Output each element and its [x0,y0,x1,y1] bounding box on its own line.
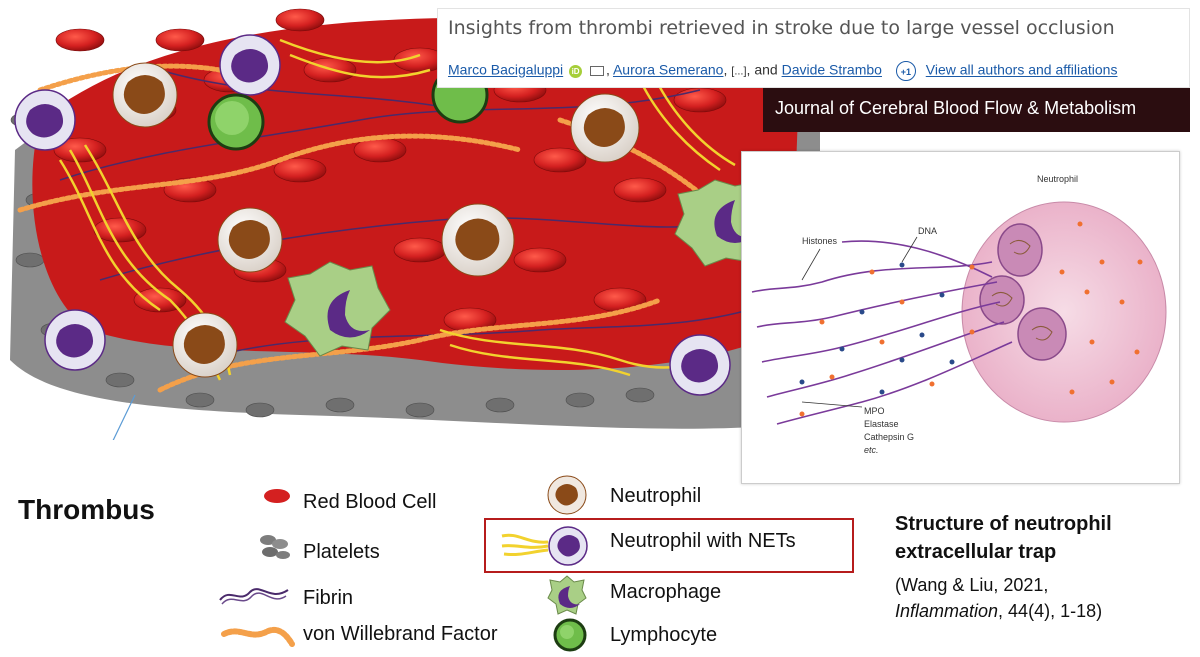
thrombus-callout-line [112,394,136,440]
protein-label-elastase: Elastase [864,419,899,429]
citation-volume: , 44(4), 1-18) [998,601,1103,621]
neutrophils [112,62,640,378]
authors-and: , and [746,61,778,78]
proteases [799,264,975,417]
neutrophil-label: Neutrophil [1037,174,1078,184]
author-link-1[interactable]: Marco Bacigaluppi [448,61,564,78]
authors-row: Marco Bacigaluppi iD , Aurora Semerano , … [448,61,1117,81]
legend-neutrophil-with-nets: Neutrophil with NETs [610,530,796,552]
macrophage-icon [547,575,587,615]
platelets-icon [260,535,290,559]
legend-macrophage: Macrophage [610,581,722,603]
vwf-icon [221,626,295,647]
protein-label-mpo: MPO [864,406,885,416]
red-blood-cells [53,8,727,333]
fibrin-icon [219,588,289,605]
lymphocyte-icon [553,618,587,652]
nets-highlight-box [484,518,854,573]
label-pointers [801,236,918,408]
neutrophils-with-nets [14,34,731,396]
granules [1059,221,1143,395]
legend-red-blood-cell: Red Blood Cell [303,491,437,513]
more-authors-badge[interactable]: +1 [895,61,916,81]
author-link-2[interactable]: Aurora Semerano [612,61,724,78]
citation-authors: (Wang & Liu, 2021, [895,575,1049,595]
legend-neutrophil: Neutrophil [610,485,702,507]
legend-platelets: Platelets [303,541,380,563]
citation-title: Structure of neutrophil extracellular tr… [895,513,1112,563]
neutrophil-icon [547,475,587,515]
legend-fibrin: Fibrin [303,587,354,609]
protein-label-etc: etc. [864,445,879,455]
legend-lymphocyte: Lymphocyte [610,624,718,646]
author-separator: , [605,61,610,78]
thrombus-illustration [10,8,820,440]
author-link-3[interactable]: Davide Strambo [781,61,882,78]
article-title: Insights from thrombi retrieved in strok… [448,17,1115,39]
net-structure-panel: Neutrophil DNA Histones MPO Elastase Cat… [741,151,1180,484]
authors-ellipsis[interactable]: [...] [731,65,747,78]
citation-journal: Inflammation [895,601,999,621]
article-header: Insights from thrombi retrieved in strok… [437,8,1190,88]
histones [799,262,955,395]
journal-banner: Journal of Cerebral Blood Flow & Metabol… [763,88,1190,132]
nucleus-chromatin [991,240,1053,341]
orcid-icon[interactable]: iD [569,64,583,78]
dna-strands [751,240,1013,425]
neutrophil-with-nets-icon [501,526,588,566]
red-blood-cell-icon [264,489,290,503]
view-all-authors-link[interactable]: View all authors and affiliations [925,61,1118,78]
net-diagram: Neutrophil DNA Histones MPO Elastase Cat… [751,174,1167,455]
author-separator: , [723,61,728,78]
email-icon[interactable] [589,66,604,76]
dna-label: DNA [918,226,937,236]
histones-label: Histones [802,236,838,246]
neutrophil-nucleus [979,223,1067,361]
citation-body: (Wang & Liu, 2021, Inflammation, 44(4), … [895,572,1195,624]
legend-vwf: von Willebrand Factor [303,623,498,645]
thrombus-label: Thrombus [18,494,155,525]
protein-label-cathepsin: Cathepsin G [864,432,914,442]
